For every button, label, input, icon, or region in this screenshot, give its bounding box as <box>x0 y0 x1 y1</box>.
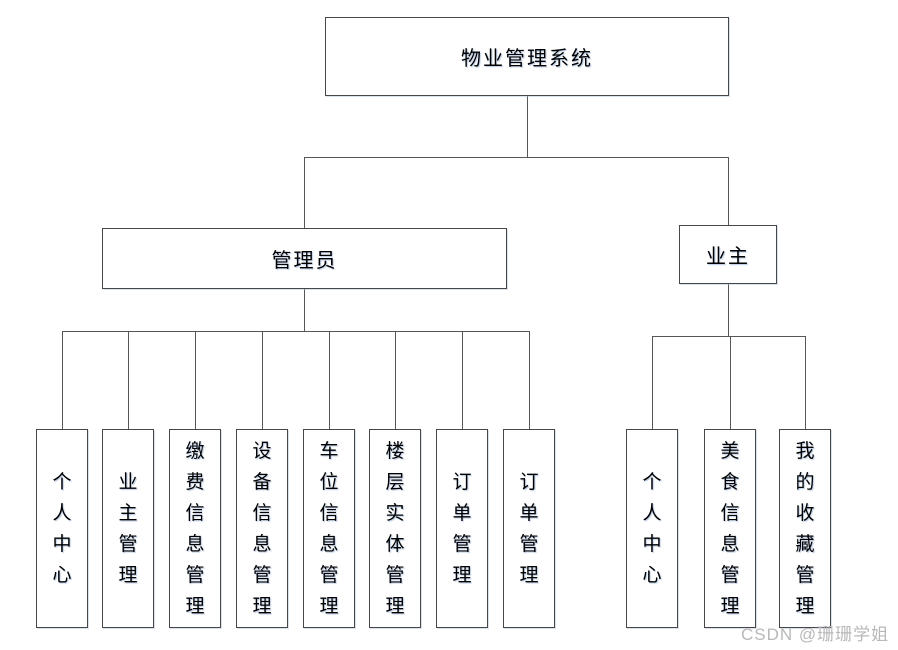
node-label: 订单管理 <box>452 471 472 586</box>
node-label: 车位信息管理 <box>319 440 339 617</box>
connector-owner-drop-2 <box>730 336 731 429</box>
node-label: 业主管理 <box>118 471 138 586</box>
leaf-admin-order-management-2: 订单管理 <box>503 429 555 628</box>
node-label: 个人中心 <box>52 471 72 586</box>
leaf-owner-personal-center: 个人中心 <box>626 429 678 628</box>
node-label: 楼层实体管理 <box>385 440 405 617</box>
connector-owner-drop-3 <box>805 336 806 429</box>
leaf-admin-parking-info-management: 车位信息管理 <box>303 429 355 628</box>
node-label: 我的收藏管理 <box>795 440 815 617</box>
leaf-admin-floor-entity-management: 楼层实体管理 <box>369 429 421 628</box>
node-administrator: 管理员 <box>102 228 507 289</box>
connector-admin-in <box>304 157 305 228</box>
connector-admin-drop-4 <box>262 331 263 429</box>
connector-admin-bus <box>62 331 530 332</box>
connector-admin-drop-5 <box>329 331 330 429</box>
node-label: 缴费信息管理 <box>185 440 205 617</box>
node-label: 订单管理 <box>519 471 539 586</box>
leaf-admin-owner-management: 业主管理 <box>102 429 154 628</box>
connector-root-down <box>527 96 528 157</box>
connector-admin-drop-7 <box>462 331 463 429</box>
connector-level2-horizontal <box>304 157 729 158</box>
connector-admin-drop-1 <box>62 331 63 429</box>
connector-owner-in <box>728 157 729 225</box>
connector-admin-drop-3 <box>195 331 196 429</box>
connector-owner-out <box>728 284 729 337</box>
node-label: 个人中心 <box>642 471 662 586</box>
leaf-owner-food-info-management: 美食信息管理 <box>704 429 756 628</box>
node-label: 业主 <box>706 246 750 268</box>
connector-admin-drop-6 <box>395 331 396 429</box>
connector-owner-bus <box>652 336 806 337</box>
connector-admin-drop-2 <box>128 331 129 429</box>
connector-owner-drop-1 <box>652 336 653 429</box>
connector-admin-drop-8 <box>529 331 530 429</box>
node-system-root: 物业管理系统 <box>325 17 729 96</box>
node-owner: 业主 <box>679 225 777 284</box>
node-label: 美食信息管理 <box>720 440 740 617</box>
node-label: 管理员 <box>271 250 338 272</box>
node-label: 物业管理系统 <box>461 48 593 70</box>
leaf-admin-payment-info-management: 缴费信息管理 <box>169 429 221 628</box>
csdn-watermark: CSDN @珊珊学姐 <box>741 625 890 644</box>
connector-admin-out <box>304 289 305 332</box>
leaf-admin-order-management-1: 订单管理 <box>436 429 488 628</box>
leaf-owner-my-favorites-management: 我的收藏管理 <box>779 429 831 628</box>
leaf-admin-equipment-info-management: 设备信息管理 <box>236 429 288 628</box>
leaf-admin-personal-center: 个人中心 <box>36 429 88 628</box>
node-label: 设备信息管理 <box>252 440 272 617</box>
